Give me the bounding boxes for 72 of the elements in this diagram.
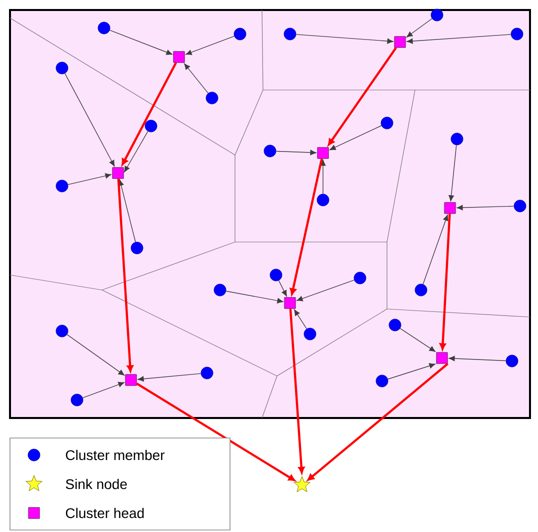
- member-dot: [234, 28, 246, 40]
- arrow: [276, 150, 316, 156]
- member-dot: [510, 28, 524, 40]
- arrow: [117, 178, 134, 372]
- cluster-head-square: [444, 202, 456, 214]
- arrow: [68, 173, 112, 185]
- member-dot: [98, 22, 110, 34]
- arrow: [422, 214, 448, 284]
- arrow: [330, 125, 382, 150]
- member-dot: [70, 394, 84, 406]
- legend-label: Cluster head: [66, 508, 144, 518]
- member-dot: [506, 354, 518, 368]
- arrow: [118, 180, 136, 242]
- arrow: [290, 158, 323, 296]
- member-dot: [270, 268, 282, 282]
- member-dot: [130, 242, 144, 254]
- arrow: [138, 373, 202, 382]
- arrow: [406, 18, 432, 38]
- arrow: [294, 309, 307, 330]
- arrow: [186, 36, 235, 56]
- member-dot: [380, 116, 394, 130]
- arrow: [320, 160, 326, 194]
- arrow: [328, 47, 397, 146]
- member-dot: [200, 366, 214, 380]
- cluster-head-square: [394, 36, 406, 48]
- arrow: [456, 204, 514, 210]
- arrow: [109, 30, 172, 55]
- member-dot: [354, 272, 366, 284]
- cluster-head-square: [125, 374, 137, 386]
- arrow: [66, 334, 125, 376]
- arrow: [388, 363, 436, 380]
- arrow: [440, 214, 451, 350]
- arrow: [448, 144, 457, 202]
- member-dot: [430, 8, 444, 22]
- member-dot: [514, 200, 526, 212]
- arrow: [136, 382, 296, 482]
- arrow: [296, 34, 394, 44]
- arrow: [296, 280, 355, 302]
- member-dot: [284, 28, 296, 40]
- arrow: [226, 290, 284, 304]
- member-dot: [414, 284, 428, 296]
- member-dot: [206, 92, 218, 104]
- arrow: [184, 63, 208, 94]
- arrow: [278, 280, 287, 296]
- member-dot: [56, 180, 68, 192]
- member-dot: [450, 132, 464, 146]
- arrow: [124, 131, 148, 172]
- cluster-head-square: [284, 297, 296, 309]
- member-dot: [56, 324, 68, 338]
- arrow: [289, 308, 305, 474]
- member-dot: [316, 194, 330, 206]
- member-dot: [388, 318, 402, 332]
- cluster-head-square: [112, 167, 124, 179]
- member-dot: [376, 374, 388, 388]
- arrow: [64, 73, 115, 166]
- member-dot: [304, 328, 316, 340]
- legend-label: Cluster member: [66, 450, 165, 460]
- arrow: [448, 356, 506, 362]
- arrow: [406, 34, 512, 44]
- cluster-head-square: [173, 51, 185, 63]
- member-dot: [264, 144, 276, 158]
- legend-label: Sink node: [66, 478, 127, 490]
- cluster-head-square: [436, 352, 448, 364]
- cluster-head-square: [317, 147, 329, 159]
- arrow: [307, 362, 448, 481]
- sink-star: [294, 476, 310, 492]
- arrow: [122, 62, 177, 166]
- member-dot: [214, 284, 226, 296]
- arrow: [82, 382, 124, 398]
- member-dot: [56, 62, 68, 74]
- arrow: [400, 328, 436, 352]
- member-dot: [144, 120, 158, 132]
